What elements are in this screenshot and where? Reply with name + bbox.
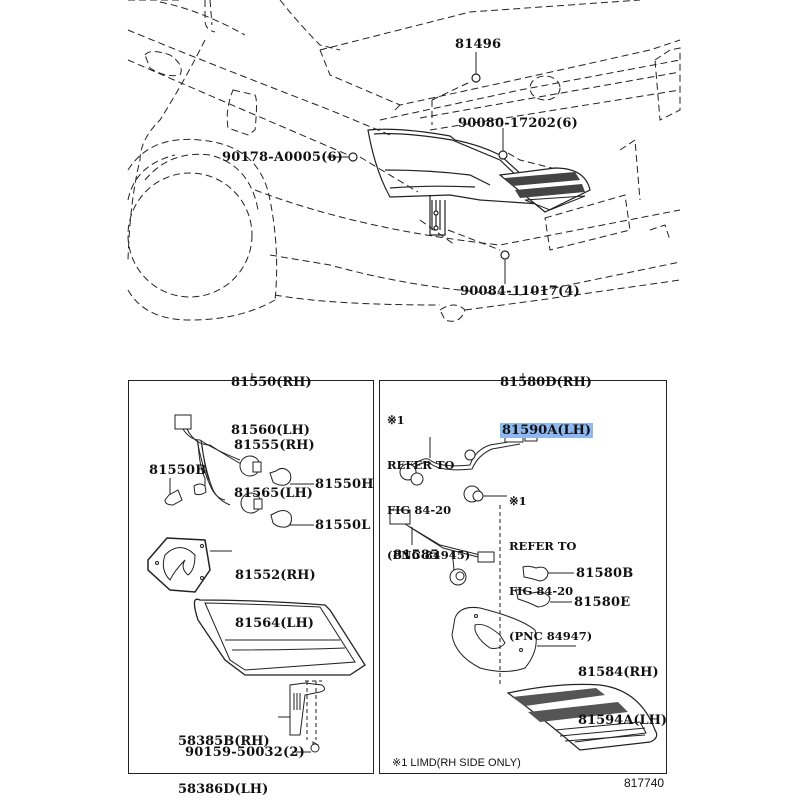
part-label-81590a-lh-highlighted[interactable]: 81590A(LH) bbox=[500, 423, 594, 438]
left-panel-header[interactable]: 81550(RH) 81560(LH) bbox=[231, 343, 312, 471]
part-label-81550b[interactable]: 81550B bbox=[149, 463, 207, 478]
part-label-81555-group[interactable]: 81555(RH) 81565(LH) bbox=[234, 406, 315, 534]
reference-line: REFER TO bbox=[387, 458, 455, 472]
right-panel-frame bbox=[379, 380, 667, 774]
reference-mark: ※1 bbox=[387, 413, 405, 427]
part-label-81594a-lh[interactable]: 81594A(LH) bbox=[578, 713, 668, 728]
part-label-81585[interactable]: 81585 bbox=[393, 548, 440, 563]
part-label-81584-rh[interactable]: 81584(RH) bbox=[578, 665, 659, 680]
left-panel-art bbox=[147, 414, 366, 753]
part-label-90084-11017[interactable]: 90084-11017(4) bbox=[460, 284, 580, 299]
reference-fig-link[interactable]: FIG 84-20 bbox=[387, 503, 452, 517]
part-label-81580e[interactable]: 81580E bbox=[574, 595, 631, 610]
garnish-bottom bbox=[506, 683, 658, 751]
part-label-81550h[interactable]: 81550H bbox=[315, 477, 374, 492]
figure-number: 817740 bbox=[624, 776, 665, 790]
part-label-81552-group[interactable]: 81552(RH) 81564(LH) bbox=[235, 536, 316, 664]
left-panel-frame bbox=[128, 380, 374, 774]
car-body-outline bbox=[127, 0, 681, 322]
part-label-90178-a0005[interactable]: 90178-A0005(6) bbox=[222, 150, 344, 165]
part-label-81580b[interactable]: 81580B bbox=[576, 566, 634, 581]
footnote: ※1 LIMD(RH SIDE ONLY) bbox=[392, 757, 521, 769]
part-label-90159-50032[interactable]: 90159-50032(2) bbox=[185, 745, 305, 760]
part-label-58386d-lh[interactable]: 58386D(LH) bbox=[178, 782, 269, 797]
part-label-81584-group[interactable]: 81584(RH) 81594A(LH) bbox=[578, 633, 667, 761]
reference-fig-link[interactable]: FIG 84-20 bbox=[509, 584, 574, 598]
reference-line: REFER TO bbox=[509, 539, 577, 553]
right-panel-art bbox=[389, 430, 576, 685]
reference-pnc: (PNC 84947) bbox=[509, 629, 593, 643]
panel-header-leaders bbox=[251, 373, 524, 380]
reference-mark: ※1 bbox=[509, 494, 527, 508]
reference-note-84947: ※1 REFER TO FIG 84-20 (PNC 84947) bbox=[509, 464, 592, 674]
part-label-81550l[interactable]: 81550L bbox=[315, 518, 371, 533]
right-panel-header[interactable]: 81580D(RH) 81590A(LH) bbox=[500, 343, 594, 471]
part-label-81565-lh[interactable]: 81565(LH) bbox=[234, 486, 313, 501]
fasteners-top bbox=[348, 73, 510, 260]
tail-light-assembly-top bbox=[367, 128, 557, 236]
garnish-top bbox=[498, 167, 591, 213]
part-label-81550-rh[interactable]: 81550(RH) bbox=[231, 375, 312, 390]
part-label-58385b-rh[interactable]: 58385B(RH) bbox=[178, 734, 270, 749]
part-label-81560-lh[interactable]: 81560(LH) bbox=[231, 423, 310, 438]
part-label-90080-17202[interactable]: 90080-17202(6) bbox=[458, 116, 578, 131]
leader-lines-top bbox=[327, 52, 506, 284]
part-label-81580d-rh[interactable]: 81580D(RH) bbox=[500, 375, 592, 390]
part-label-58385-group[interactable]: 58385B(RH) 58386D(LH) bbox=[178, 702, 270, 800]
reference-pnc: (PNC 84945) bbox=[387, 548, 471, 562]
reference-note-84945: ※1 REFER TO FIG 84-20 (PNC 84945) bbox=[387, 383, 470, 593]
part-label-81496[interactable]: 81496 bbox=[455, 37, 502, 52]
part-label-81552-rh[interactable]: 81552(RH) bbox=[235, 568, 316, 583]
part-label-81555-rh[interactable]: 81555(RH) bbox=[234, 438, 315, 453]
part-label-81564-lh[interactable]: 81564(LH) bbox=[235, 616, 314, 631]
